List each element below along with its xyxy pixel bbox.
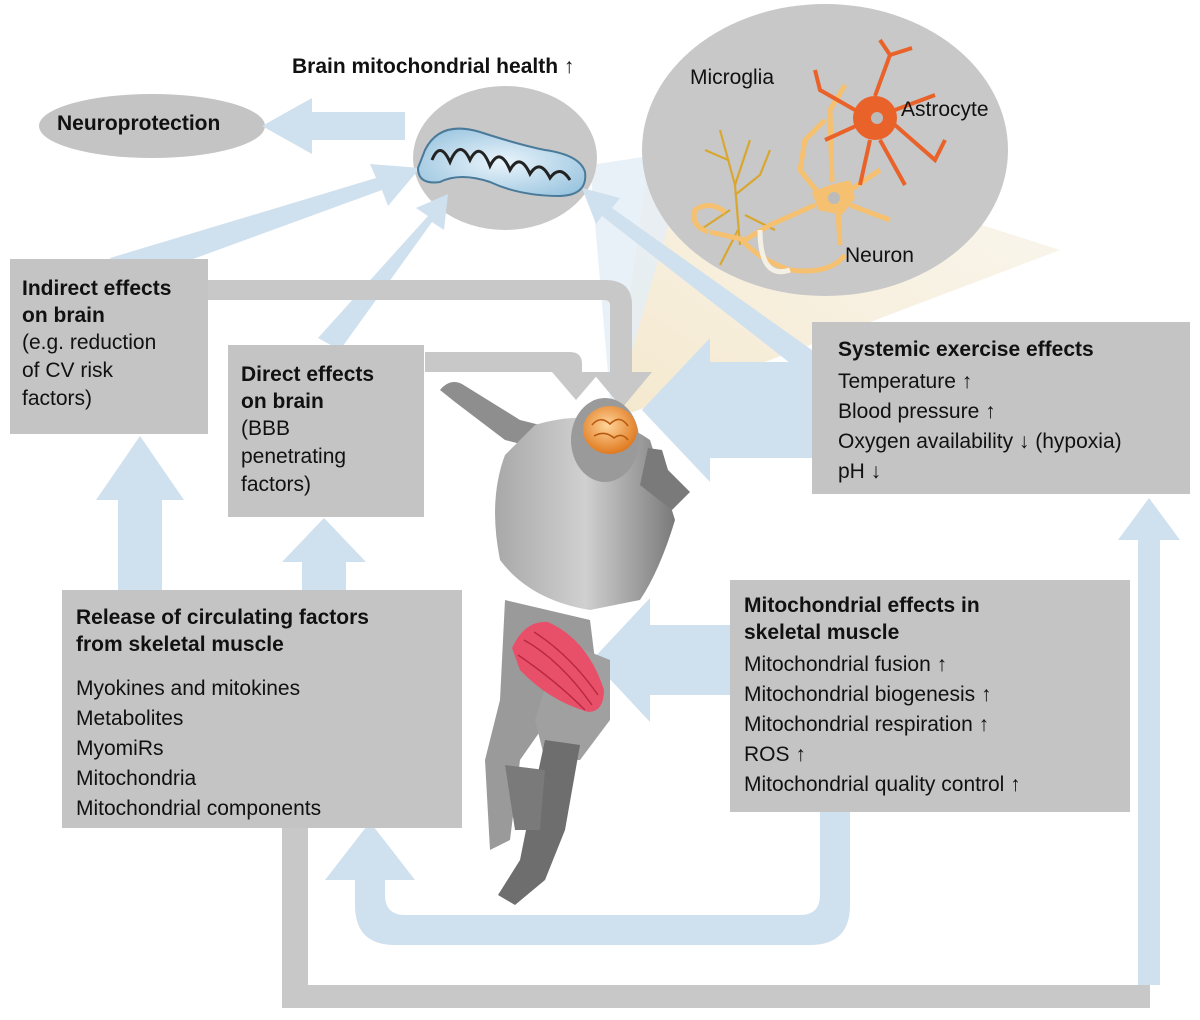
arrow-systemic-to-head (642, 338, 812, 482)
microglia-label: Microglia (690, 66, 775, 89)
indirect-title-1: Indirect effects (22, 277, 172, 300)
systemic-line: Temperature ↑ (838, 370, 973, 393)
neuron-icon (691, 83, 891, 274)
mito-muscle-line: Mitochondrial biogenesis ↑ (744, 683, 992, 706)
mito-muscle-box: Mitochondrial effects in skeletal muscle… (730, 580, 1130, 812)
indirect-effects-box: Indirect effects on brain (e.g. reductio… (10, 259, 208, 434)
neuroprotection-label: Neuroprotection (57, 112, 221, 135)
indirect-title-2: on brain (22, 304, 105, 327)
arrow-direct-to-mito (318, 194, 448, 350)
cell-ellipse (642, 4, 1008, 296)
arrow-release-to-indirect (96, 436, 184, 590)
systemic-line: pH ↓ (838, 460, 882, 483)
release-line: Mitochondria (76, 767, 197, 790)
microglia-icon (699, 129, 776, 266)
arrow-mitomuscle-to-muscle (592, 598, 730, 722)
arrow-release-to-systemic-gray (282, 828, 1150, 1008)
systemic-effects-box: Systemic exercise effects Temperature ↑ … (812, 322, 1190, 494)
mito-muscle-line: Mitochondrial quality control ↑ (744, 773, 1021, 796)
direct-line: (BBB (241, 417, 291, 440)
direct-title-1: Direct effects (241, 363, 375, 386)
brain-folds (591, 418, 629, 441)
indirect-line: factors) (22, 387, 93, 410)
release-line: Metabolites (76, 707, 184, 730)
arrow-release-to-direct (282, 518, 366, 590)
arrow-systemic-to-mito (582, 188, 840, 388)
systemic-line: Blood pressure ↑ (838, 400, 996, 423)
arrow-to-neuroprotection (262, 98, 405, 154)
neuroprotection-ellipse (39, 94, 265, 158)
arrow-indirect-to-mito (110, 164, 420, 282)
arrow-release-to-systemic-blue (1118, 498, 1180, 985)
release-line: Mitochondrial components (76, 797, 322, 820)
direct-line: factors) (241, 473, 312, 496)
astrocyte-icon (813, 38, 947, 186)
mito-muscle-line: ROS ↑ (744, 743, 806, 766)
mito-muscle-line: Mitochondrial fusion ↑ (744, 653, 948, 676)
arrow-indirect-to-head (195, 280, 652, 408)
mito-muscle-title-1: Mitochondrial effects in (744, 594, 980, 617)
release-line: Myokines and mitokines (76, 677, 301, 700)
indirect-line: (e.g. reduction (22, 331, 157, 354)
indirect-line: of CV risk (22, 359, 114, 382)
direct-title-2: on brain (241, 390, 324, 413)
brain-icon (583, 406, 637, 454)
mito-muscle-line: Mitochondrial respiration ↑ (744, 713, 990, 736)
mitochondrion-icon (416, 127, 587, 198)
release-title-2: from skeletal muscle (76, 633, 284, 656)
brain-mito-health-label: Brain mitochondrial health ↑ (292, 55, 575, 78)
release-factors-box: Release of circulating factors from skel… (62, 590, 462, 828)
systemic-line: Oxygen availability ↓ (hypoxia) (838, 430, 1122, 453)
systemic-title: Systemic exercise effects (838, 338, 1094, 361)
arrow-mitomuscle-to-release (325, 812, 850, 945)
neuron-label: Neuron (845, 244, 914, 267)
direct-effects-box: Direct effects on brain (BBB penetrating… (228, 345, 424, 517)
astrocyte-label: Astrocyte (901, 98, 989, 121)
arrow-direct-to-head (425, 352, 600, 400)
direct-line: penetrating (241, 445, 347, 468)
release-line: MyomiRs (76, 737, 164, 760)
mito-muscle-title-2: skeletal muscle (744, 621, 900, 644)
muscle-icon (512, 621, 604, 712)
release-title-1: Release of circulating factors (76, 606, 369, 629)
